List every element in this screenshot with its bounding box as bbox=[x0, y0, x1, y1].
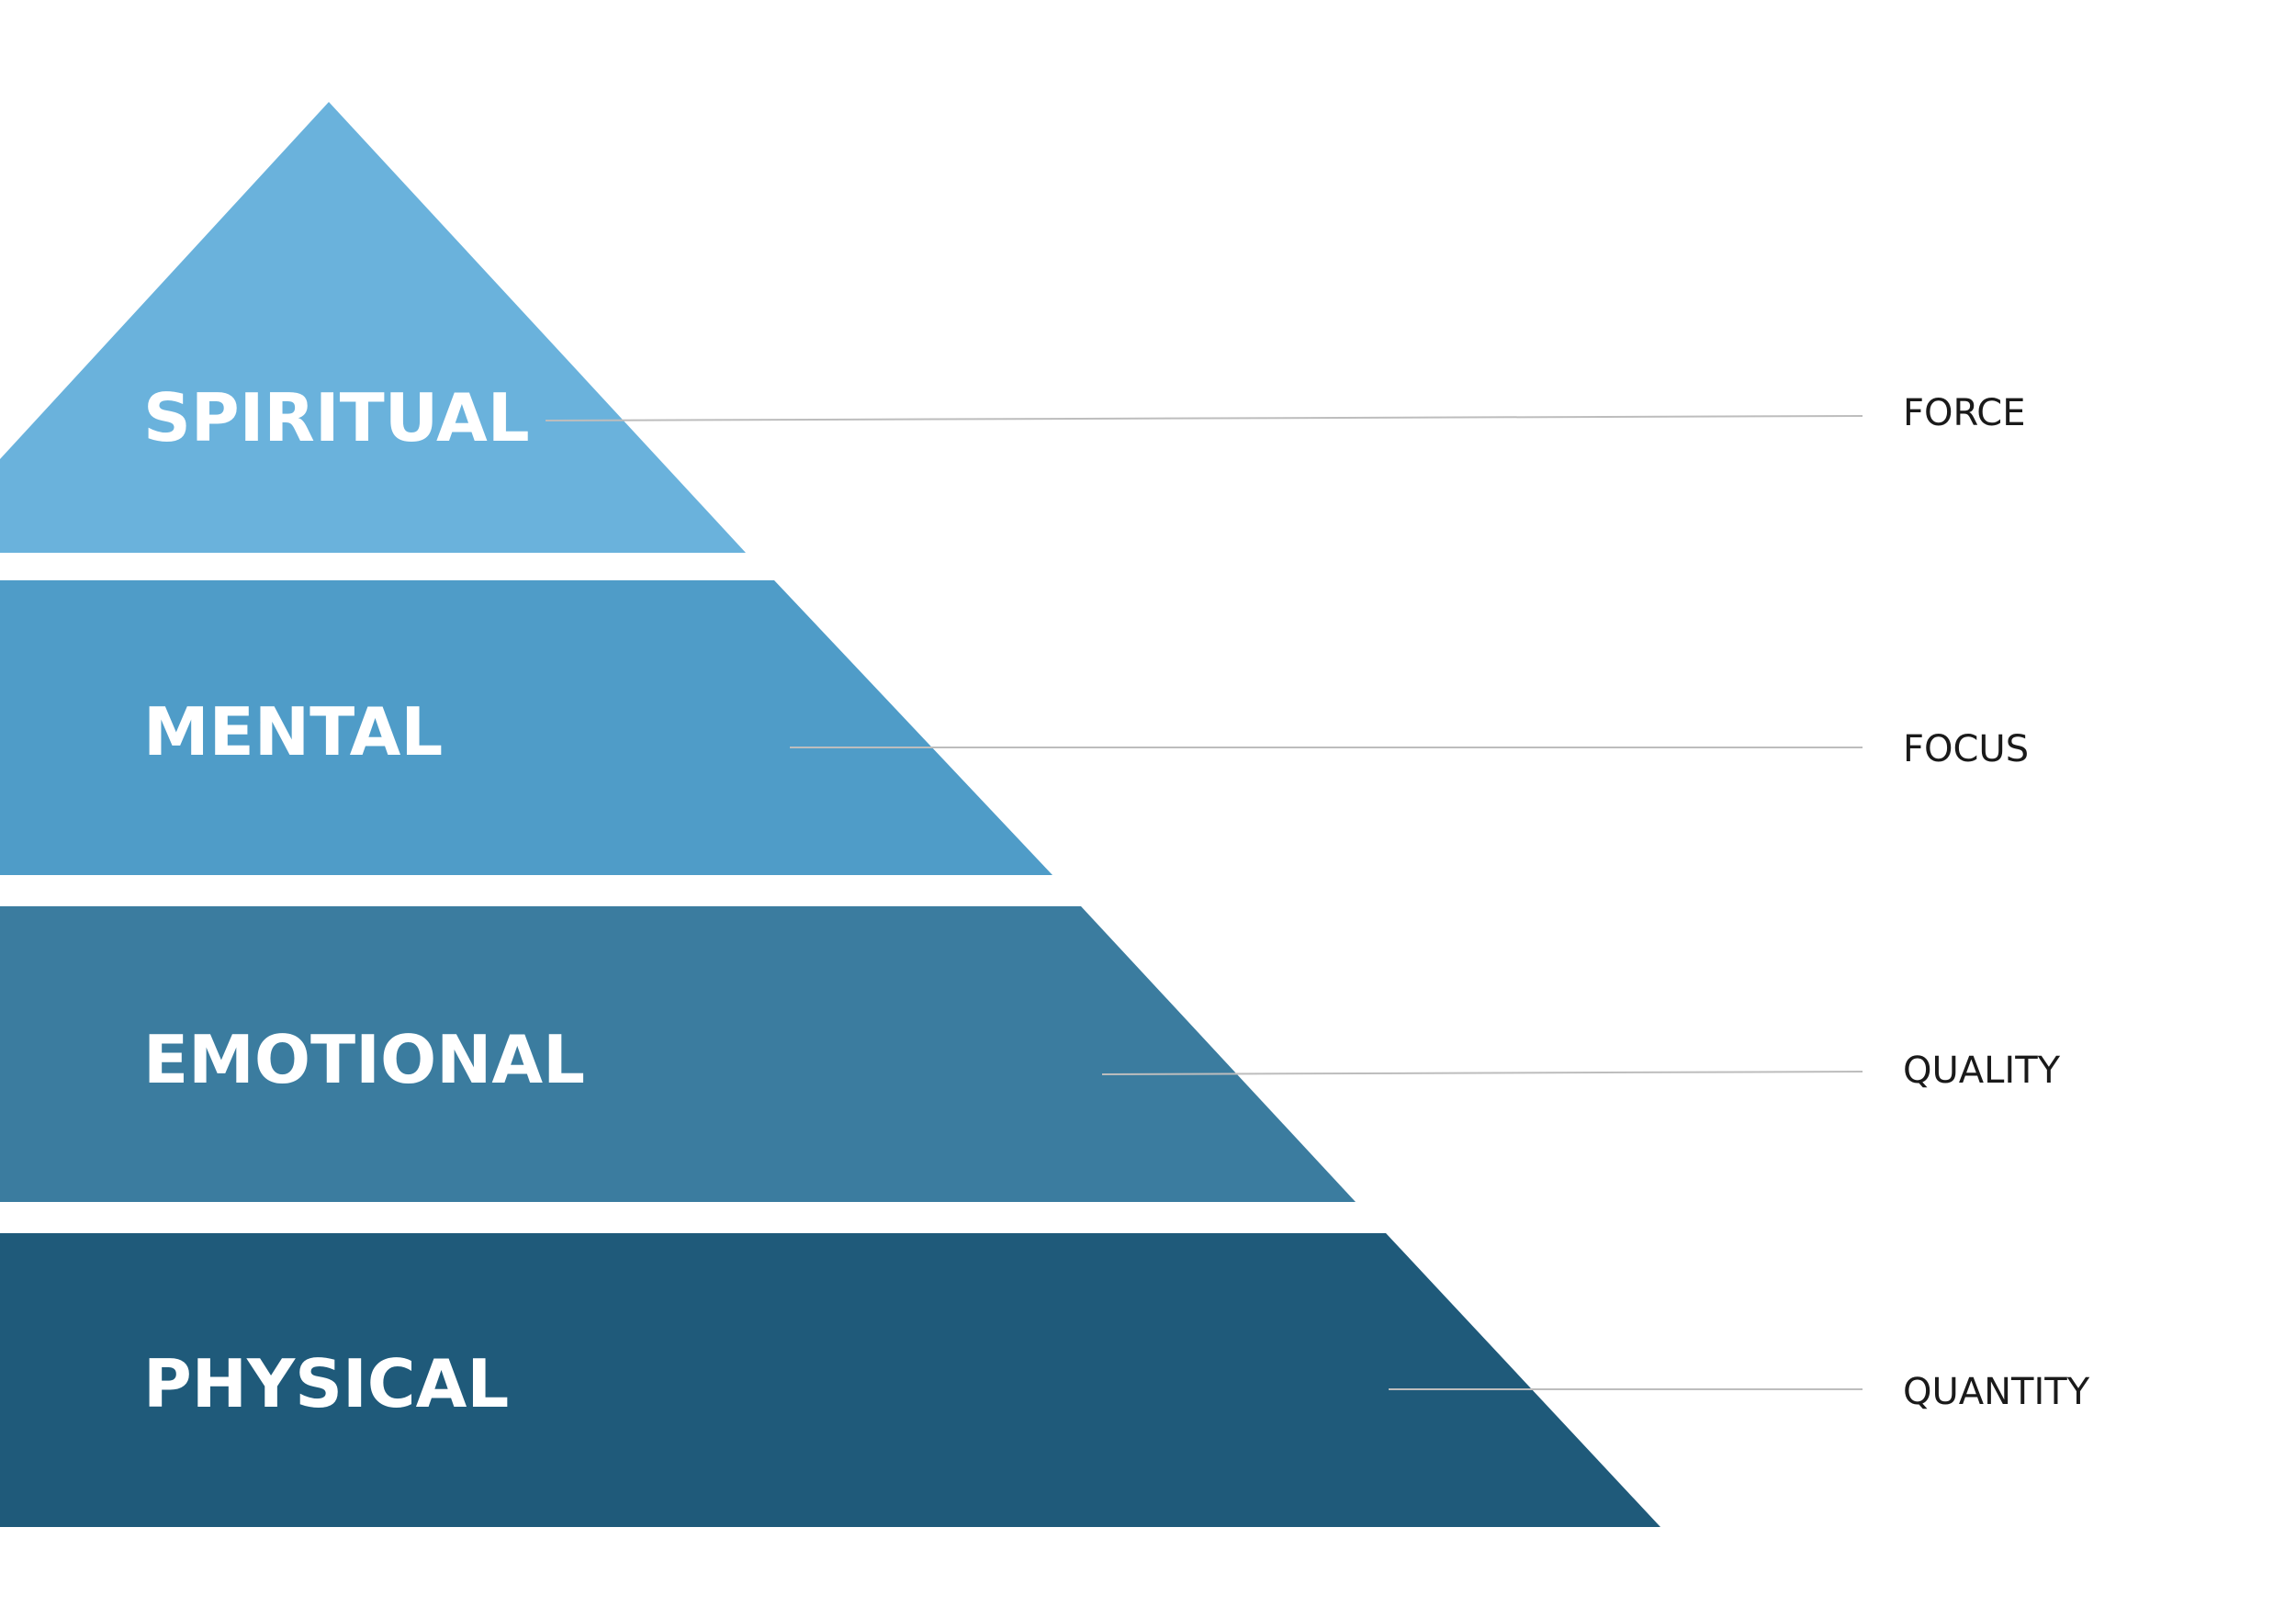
leader-line-force bbox=[545, 415, 1863, 421]
tier-physical-label: PHYSICAL bbox=[143, 1345, 509, 1422]
leader-line-quality bbox=[1101, 1071, 1863, 1075]
tier-physical-shape bbox=[0, 1233, 1660, 1527]
descriptor-focus: FOCUS bbox=[1903, 728, 2029, 770]
tier-emotional-shape bbox=[0, 906, 1356, 1202]
descriptor-quality: QUALITY bbox=[1903, 1050, 2061, 1092]
tier-emotional-label: EMOTIONAL bbox=[143, 1021, 585, 1098]
tier-mental-shape bbox=[0, 580, 1052, 875]
tier-emotional: EMOTIONAL bbox=[0, 906, 1356, 1202]
descriptor-quantity: QUANTITY bbox=[1903, 1371, 2090, 1413]
tier-spiritual-label: SPIRITUAL bbox=[143, 379, 530, 456]
tier-spiritual: SPIRITUAL bbox=[0, 102, 746, 553]
tier-spiritual-shape bbox=[0, 102, 746, 553]
tier-mental: MENTAL bbox=[0, 580, 1052, 875]
tier-physical: PHYSICAL bbox=[0, 1233, 1660, 1527]
tier-mental-label: MENTAL bbox=[143, 693, 443, 770]
descriptor-force: FORCE bbox=[1903, 392, 2026, 434]
